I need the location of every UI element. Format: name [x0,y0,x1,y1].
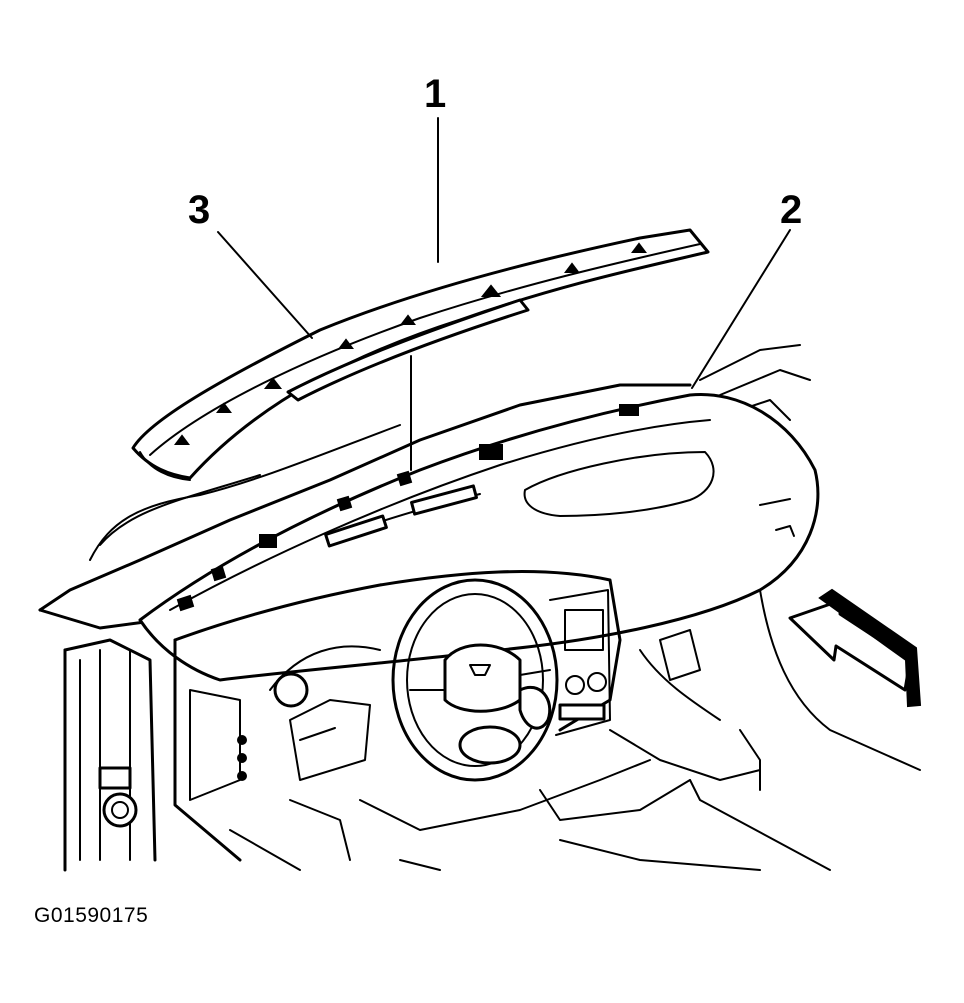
center-stack [549,589,611,736]
left-pillar [63,638,157,872]
callout-leader-lines [217,117,791,471]
front-view-arrow-icon [788,588,922,708]
lower-dash-assembly [173,570,831,871]
fastener-clips [174,242,647,445]
callout-1: 1 [424,72,447,116]
callout-3: 3 [188,188,211,232]
defroster-grille-panel [131,228,710,481]
figure-identifier: G01590175 [34,904,149,927]
cowl-structure [38,344,811,630]
steering-wheel [391,578,559,782]
instrument-panel-trim-pad [138,392,820,682]
callout-2: 2 [780,188,803,232]
right-door-frame [639,589,921,791]
